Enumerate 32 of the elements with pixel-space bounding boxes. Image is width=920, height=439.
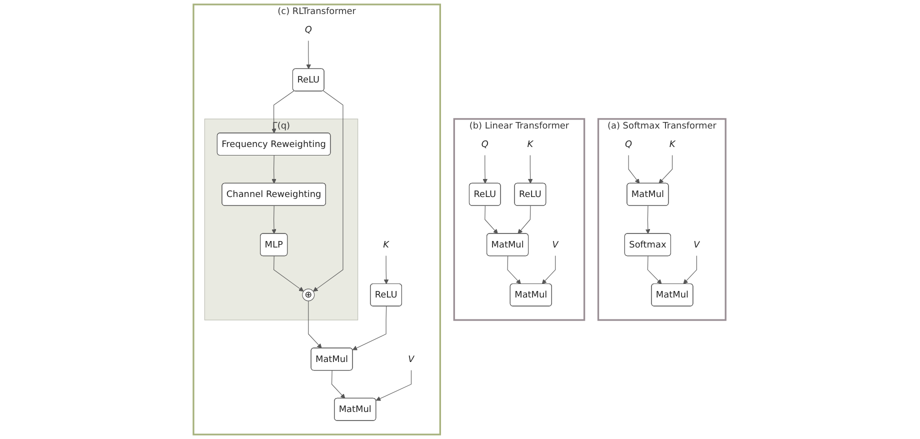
arrow [384, 256, 390, 284]
arrow [528, 154, 534, 184]
node-text: Q [482, 138, 489, 150]
arrow [648, 256, 662, 284]
node-text: Q [305, 24, 312, 35]
arrow [272, 155, 277, 184]
arrow [485, 206, 498, 234]
arrow [376, 370, 412, 401]
node-text: V [694, 239, 700, 250]
arrow [542, 256, 556, 284]
arrow [684, 256, 698, 284]
node-text: K [670, 138, 676, 150]
arrow [272, 206, 277, 234]
arrow [272, 90, 295, 134]
node-text: K [384, 239, 390, 250]
node-text: V [408, 354, 415, 364]
arrow [508, 256, 522, 284]
arrow [332, 370, 346, 399]
arrow [483, 154, 488, 184]
node-text: Q [626, 138, 633, 150]
node-text: V [552, 239, 559, 250]
node-text: K [528, 138, 534, 150]
node-circle: ⊕ [302, 288, 316, 302]
arrow [646, 206, 651, 234]
arrow [659, 154, 673, 184]
arrow [306, 40, 312, 70]
arrow [313, 90, 344, 292]
arrow [274, 256, 304, 292]
arrow [518, 206, 532, 234]
arrow [628, 154, 640, 184]
arrow [308, 300, 322, 348]
arrow [352, 306, 388, 350]
